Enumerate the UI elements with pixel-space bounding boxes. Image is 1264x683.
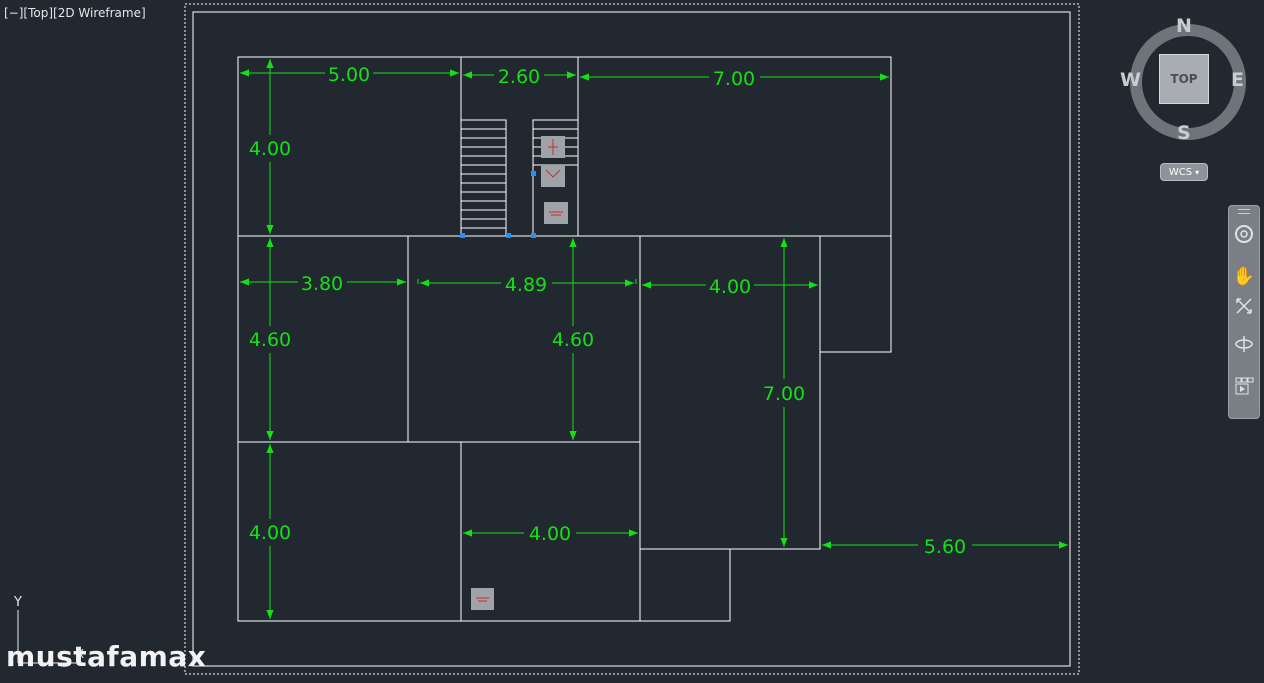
dim-mid-center-width[interactable]: 4.89: [505, 274, 547, 296]
pan-hand-icon[interactable]: ✋: [1232, 265, 1256, 287]
dim-mid-center-height[interactable]: 4.60: [552, 329, 594, 351]
viewport-controls-label[interactable]: [−][Top][2D Wireframe]: [4, 6, 146, 20]
showmotion-icon[interactable]: [1232, 374, 1256, 398]
dim-mid-left-height[interactable]: 4.60: [249, 329, 291, 351]
dim-right-setback[interactable]: 5.60: [924, 536, 966, 558]
dim-mid-left-width[interactable]: 3.80: [301, 273, 343, 295]
selection-grips[interactable]: [460, 171, 536, 238]
dim-bottom-center-width[interactable]: 4.00: [529, 523, 571, 545]
dim-bottom-left-height[interactable]: 4.00: [249, 522, 291, 544]
ucs-y-label: Y: [13, 595, 22, 610]
watermark: mustafamax: [6, 640, 207, 673]
compass-east[interactable]: E: [1231, 69, 1244, 91]
viewcube-top-face[interactable]: TOP: [1159, 54, 1209, 104]
dim-top-right-width[interactable]: 7.00: [713, 68, 755, 90]
viewcube[interactable]: TOP N S E W: [1120, 14, 1250, 144]
compass-west[interactable]: W: [1120, 69, 1141, 91]
ucs-icon: Y X: [13, 595, 84, 664]
zoom-extents-icon[interactable]: [1232, 294, 1256, 318]
steering-wheel-icon[interactable]: [1232, 222, 1256, 246]
compass-north[interactable]: N: [1176, 15, 1192, 37]
floor-plan-walls[interactable]: [237, 56, 892, 622]
dim-top-left-height[interactable]: 4.00: [249, 138, 291, 160]
dim-mid-right-width[interactable]: 4.00: [709, 276, 751, 298]
grip-glyphs[interactable]: [471, 136, 568, 610]
wcs-menu-button[interactable]: WCS ▾: [1160, 163, 1208, 181]
dimensions[interactable]: [240, 59, 1068, 619]
dim-top-left-width[interactable]: 5.00: [328, 64, 370, 86]
ucs-x-label: X: [76, 647, 84, 661]
plot-boundary: [184, 3, 1080, 675]
chevron-down-icon: ▾: [1195, 167, 1200, 177]
navigation-bar[interactable]: ✋: [1228, 205, 1260, 419]
dim-right-room-height[interactable]: 7.00: [763, 383, 805, 405]
compass-south[interactable]: S: [1177, 122, 1191, 144]
dim-stair-width[interactable]: 2.60: [498, 66, 540, 88]
wcs-label: WCS: [1168, 166, 1193, 178]
orbit-icon[interactable]: [1232, 332, 1256, 356]
navbar-grip-icon[interactable]: [1238, 209, 1250, 214]
